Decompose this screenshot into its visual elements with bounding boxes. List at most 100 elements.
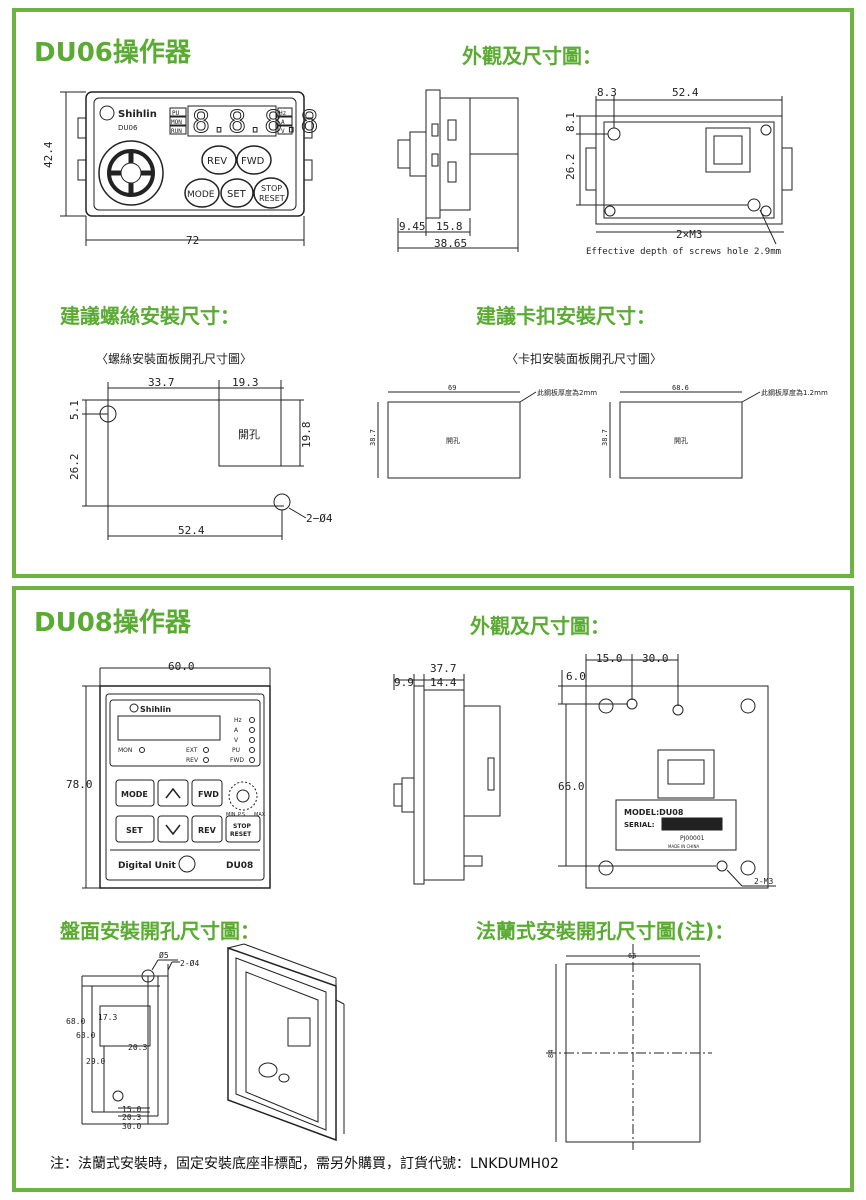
panel-d3: 68.0 <box>66 1017 85 1026</box>
du06-dim-height: 42.4 <box>42 141 55 168</box>
panel-d2: 2-Ø4 <box>180 958 199 968</box>
du08-model-label: DU08 <box>226 861 253 871</box>
du08-back-serial: SERIAL: <box>624 821 655 829</box>
du08-fwd-button: FWD <box>198 790 219 799</box>
du06-screw-d5: 19.8 <box>300 422 313 449</box>
du08-brand: Shihlin <box>140 705 171 714</box>
du06-back-d1: 8.3 <box>597 86 617 99</box>
du08-side-d3: 14.4 <box>430 676 457 689</box>
du06-panel <box>12 8 854 578</box>
clip-right-note: 此鋼板厚度為1.2mm <box>761 388 828 397</box>
du06-screw-drawing: 33.7 19.3 5.1 26.2 19.8 52.4 開孔 2−Ø4 <box>68 376 333 540</box>
knob-min: MIN <box>226 812 236 818</box>
ind-ext: EXT <box>186 747 198 754</box>
du06-rev-button: REV <box>207 156 227 167</box>
du06-screw-d1: 33.7 <box>148 376 175 389</box>
clip-left-width: 69 <box>448 384 456 392</box>
du08-reset-label: RESET <box>230 831 252 838</box>
panel-d7: 29.0 <box>86 1057 105 1066</box>
du06-title: DU06操作器 <box>34 38 191 68</box>
du08-back-model: MODEL:DU08 <box>624 808 684 817</box>
clip-left-note: 此鋼板厚度為2mm <box>537 388 597 397</box>
du08-back-d4: 66.0 <box>558 780 585 793</box>
du08-side-d1: 37.7 <box>430 662 457 675</box>
du06-back-note: Effective depth of screws hole 2.9mm <box>586 247 781 257</box>
du08-logo-icon <box>129 703 139 713</box>
ind-rev: REV <box>186 757 199 764</box>
panel-d9: 20.3 <box>122 1113 141 1122</box>
du08-back-d1: 15.0 <box>596 652 623 665</box>
du08-mode-button: MODE <box>121 790 148 799</box>
du08-front-view: 60.0 78.0 Shihlin Hz A V MON EXT PU REV … <box>66 660 271 889</box>
panel-d10: 30.0 <box>122 1122 141 1131</box>
knob-max: MAX <box>254 812 266 818</box>
panel-d4: 17.3 <box>98 1013 117 1022</box>
up-arrow-icon <box>165 787 181 799</box>
du08-title: DU08操作器 <box>34 608 191 638</box>
du06-dim-width: 72 <box>186 234 199 247</box>
panel-d1: Ø5 <box>159 950 169 960</box>
du06-side-d1: 9.45 <box>399 220 426 233</box>
du08-dim-height: 78.0 <box>66 778 93 791</box>
flange-height: 84 <box>547 1050 555 1058</box>
du06-set-button: SET <box>227 189 247 200</box>
du06-screw-title: 建議螺絲安裝尺寸： <box>60 304 240 328</box>
du06-side-view: 9.45 15.8 38.65 <box>397 89 519 252</box>
du06-clip-drawing: 69 38.7 開孔 此鋼板厚度為2mm 68.6 38.7 開孔 此鋼板厚度為… <box>369 384 828 479</box>
du08-rev-button: REV <box>198 826 217 835</box>
led-v: V <box>281 128 285 135</box>
du08-panel <box>12 586 854 1192</box>
du08-back-serial-no: PJ00001 <box>680 835 705 842</box>
du08-flange-title: 法蘭式安裝開孔尺寸圖(注)： <box>476 919 735 943</box>
down-arrow-icon <box>165 824 181 836</box>
du06-screw-holes: 2−Ø4 <box>306 512 333 525</box>
led-pu: PU <box>172 110 180 117</box>
du06-appearance-title: 外觀及尺寸圖： <box>462 44 602 68</box>
du08-side-view: 37.7 9.9 14.4 <box>393 662 501 885</box>
ind-mon: MON <box>118 747 132 754</box>
du06-side-d2: 15.8 <box>436 220 463 233</box>
du08-panel-drawing: Ø5 2-Ø4 68.0 17.3 63.0 20.3 29.0 15.0 20… <box>66 950 199 1131</box>
du06-reset-label: RESET <box>259 194 285 203</box>
du06-model: DU06 <box>118 124 138 132</box>
du08-set-button: SET <box>126 826 143 835</box>
led-hz: Hz <box>279 110 287 117</box>
du08-back-view: MODEL:DU08 SERIAL: PJ00001 MADE IN CHINA… <box>558 652 776 889</box>
shihlin-logo-icon <box>99 105 115 121</box>
du08-back-screw: 2-M3 <box>754 877 773 886</box>
du06-knob <box>98 140 164 206</box>
du06-back-d3: 8.1 <box>564 112 577 132</box>
flange-width: 66 <box>628 952 636 960</box>
du08-back-d2: 30.0 <box>642 652 669 665</box>
du08-mounting-base <box>227 943 345 1142</box>
du08-appearance-title: 外觀及尺寸圖： <box>470 614 610 638</box>
ind-hz: Hz <box>234 717 242 724</box>
panel-d6: 20.3 <box>128 1043 147 1052</box>
du08-panel-title: 盤面安裝開孔尺寸圖： <box>60 919 260 943</box>
du06-stop-label: STOP <box>261 184 282 193</box>
panel-d5: 63.0 <box>76 1031 95 1040</box>
ind-a: A <box>234 727 239 734</box>
du06-screw-d6: 52.4 <box>178 524 205 537</box>
du06-clip-caption: 〈卡扣安裝面板開孔尺寸圖〉 <box>506 352 663 366</box>
du06-clip-title: 建議卡扣安裝尺寸： <box>476 304 656 328</box>
du08-side-d2: 9.9 <box>394 676 414 689</box>
du06-back-d2: 52.4 <box>672 86 699 99</box>
clip-right-hole: 開孔 <box>674 437 688 445</box>
du06-screw-hole: 開孔 <box>238 428 260 441</box>
du06-screw-d2: 19.3 <box>232 376 259 389</box>
du08-knob <box>228 781 258 811</box>
clip-left-hole: 開孔 <box>446 437 460 445</box>
du08-back-d3: 6.0 <box>566 670 586 683</box>
ind-pu: PU <box>232 747 240 754</box>
du06-screw-d4: 26.2 <box>68 454 81 481</box>
du06-screw-d3: 5.1 <box>68 400 81 420</box>
du06-back-view: 8.3 52.4 8.1 26.2 2×M3 Effective depth o… <box>564 86 793 257</box>
du06-front-view: Shihlin DU06 PU MON RUN 8.8.8.8 Hz A V R… <box>42 91 319 247</box>
du08-back-made: MADE IN CHINA <box>668 844 699 849</box>
du08-stop-label: STOP <box>233 823 252 830</box>
du06-screw-caption: 〈螺絲安裝面板開孔尺寸圖〉 <box>96 352 253 366</box>
clip-left-height: 38.7 <box>369 429 377 446</box>
du06-fwd-button: FWD <box>241 156 265 167</box>
